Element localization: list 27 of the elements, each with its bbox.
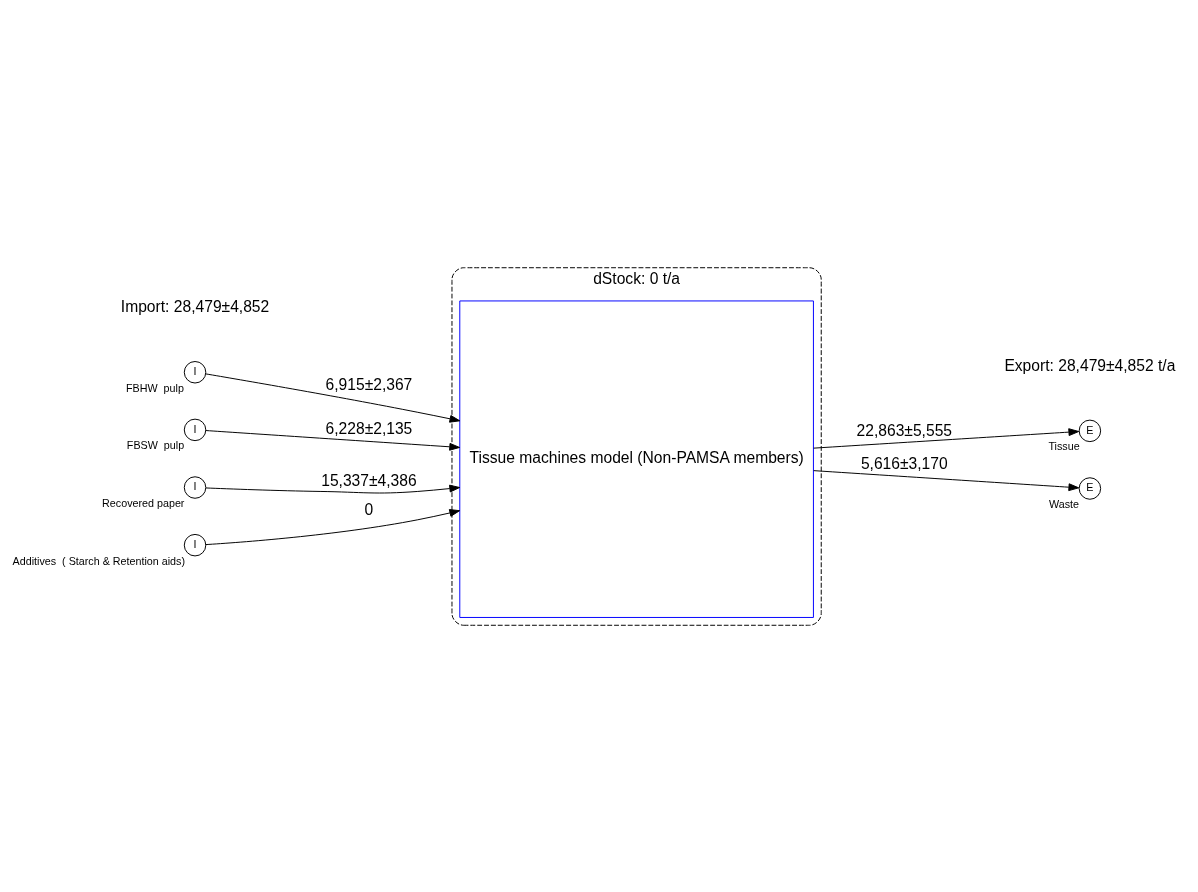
node-circle: I [183,360,207,383]
node-label: FBHW pulp [126,381,184,394]
node-label: Tissue [1048,439,1080,452]
node-box: Tissue machines model (Non-PAMSA members) [459,299,814,618]
node-circle: I [183,533,207,556]
node-circle: E [1078,419,1102,442]
arrow [205,508,461,545]
label: Export: 28,479±4,852 t/a [1004,356,1176,374]
arrow [205,372,461,423]
node-label: Waste [1049,497,1080,510]
edge-label: 5,616±3,170 [860,454,948,472]
node-circle: I [183,475,207,499]
node-label: FBSW pulp [126,438,185,451]
edge-label: 0 [364,500,374,518]
edge-label: 6,915±2,367 [325,375,413,393]
edge-label: 6,228±2,135 [325,419,413,437]
arrow [205,429,461,451]
node-label: Additives ( Starch & Retention aids) [12,554,186,567]
node-circle: I [183,418,207,441]
node-circle: E [1078,476,1102,500]
label: Import: 28,479±4,852 [120,297,270,315]
edge-label: 15,337±4,386 [321,471,417,489]
node-label: Recovered paper [102,496,185,509]
arrow [205,484,461,493]
edge-label: 22,863±5,555 [856,421,953,439]
arrow [813,469,1080,491]
arrow [813,427,1080,449]
